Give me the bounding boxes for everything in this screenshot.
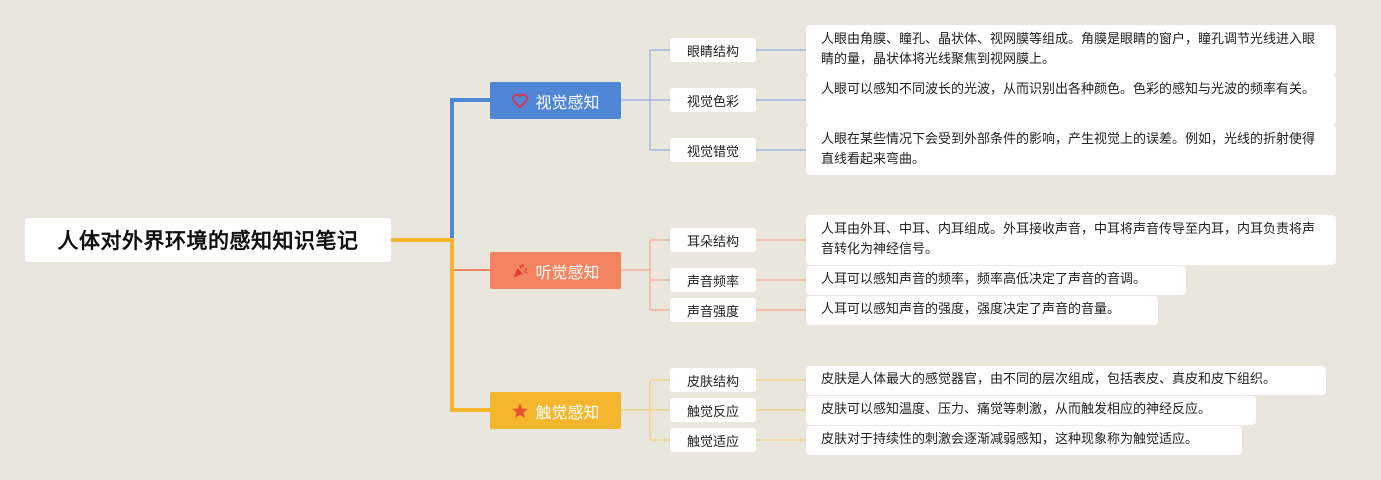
connector-vision-subs xyxy=(621,49,670,151)
branch-hearing-label: 听觉感知 xyxy=(535,262,600,282)
branch-hearing[interactable]: 听觉感知 xyxy=(490,252,621,289)
note-visual-color: 人眼可以感知不同波长的光波，从而识别出各种颜色。色彩的感知与光波的频率有关。 xyxy=(806,75,1336,125)
subtopic-sound-frequency[interactable]: 声音频率 xyxy=(670,268,756,292)
subtopic-visual-color[interactable]: 视觉色彩 xyxy=(670,88,756,112)
branch-vision[interactable]: 视觉感知 xyxy=(490,82,621,119)
note-touch-adaptation: 皮肤对于持续性的刺激会逐渐减弱感知，这种现象称为触觉适应。 xyxy=(806,426,1242,455)
subtopic-sound-intensity[interactable]: 声音强度 xyxy=(670,298,756,322)
branch-touch[interactable]: 触觉感知 xyxy=(490,392,621,429)
note-skin-structure: 皮肤是人体最大的感觉器官，由不同的层次组成，包括表皮、真皮和皮下组织。 xyxy=(806,366,1326,395)
subtopic-eye-structure[interactable]: 眼睛结构 xyxy=(670,38,756,62)
subtopic-touch-adaptation[interactable]: 触觉适应 xyxy=(670,428,756,452)
branch-vision-label: 视觉感知 xyxy=(535,92,600,112)
party-popper-icon xyxy=(511,262,529,280)
connector-hearing-subs xyxy=(621,239,670,311)
note-eye-structure: 人眼由角膜、瞳孔、晶状体、视网膜等组成。角膜是眼睛的窗户，瞳孔调节光线进入眼睛的… xyxy=(806,25,1336,75)
note-sound-intensity: 人耳可以感知声音的强度，强度决定了声音的音量。 xyxy=(806,296,1158,325)
subtopic-visual-illusion[interactable]: 视觉错觉 xyxy=(670,138,756,162)
connector-hearing-notes xyxy=(756,239,806,311)
note-ear-structure: 人耳由外耳、中耳、内耳组成。外耳接收声音，中耳将声音传导至内耳，内耳负责将声音转… xyxy=(806,215,1336,265)
root-topic[interactable]: 人体对外界环境的感知知识笔记 xyxy=(25,218,391,262)
subtopic-ear-structure[interactable]: 耳朵结构 xyxy=(670,228,756,252)
star-icon xyxy=(511,402,529,420)
connector-touch-subs xyxy=(621,379,670,441)
heart-icon xyxy=(511,92,529,110)
connector-vision-notes xyxy=(756,49,806,151)
note-touch-reaction: 皮肤可以感知温度、压力、痛觉等刺激，从而触发相应的神经反应。 xyxy=(806,396,1256,425)
connector-touch-notes xyxy=(756,379,806,441)
branch-touch-label: 触觉感知 xyxy=(535,402,600,422)
subtopic-skin-structure[interactable]: 皮肤结构 xyxy=(670,368,756,392)
connector-root-vision xyxy=(391,98,490,242)
subtopic-touch-reaction[interactable]: 触觉反应 xyxy=(670,398,756,422)
connector-root-touch xyxy=(391,238,490,412)
note-visual-illusion: 人眼在某些情况下会受到外部条件的影响，产生视觉上的误差。例如，光线的折射使得直线… xyxy=(806,125,1336,175)
note-sound-frequency: 人耳可以感知声音的频率，频率高低决定了声音的音调。 xyxy=(806,266,1186,295)
